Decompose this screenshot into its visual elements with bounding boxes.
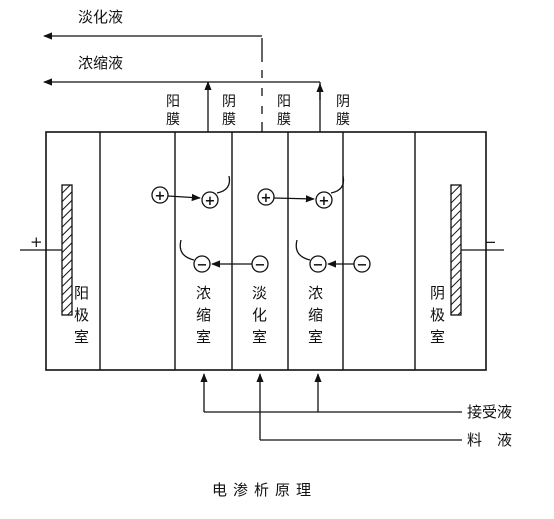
anion-1: − [197, 258, 208, 273]
dilute-chamber-char-1: 淡 [252, 284, 267, 302]
cation-3: + [261, 191, 272, 206]
dilute-chamber-char-2: 化 [252, 306, 267, 324]
cell-body [45, 131, 487, 371]
anode-chamber-char-2: 极 [74, 306, 89, 324]
membrane-1-label-bottom: 膜 [166, 112, 180, 128]
concentrate-outlet-flow [43, 78, 324, 132]
inlet-piping [200, 373, 462, 441]
dilute-outlet-label: 淡化液 [78, 8, 123, 26]
concentrate-outlet-label: 浓缩液 [78, 54, 123, 72]
conc1-chamber-char-2: 缩 [196, 306, 211, 324]
conc1-chamber-char-3: 室 [196, 328, 211, 346]
membrane-3-label-top: 阳 [277, 94, 291, 110]
membrane-2-label-bottom: 膜 [222, 112, 236, 128]
cation-1: + [155, 189, 166, 204]
chamber-labels: 阳 极 室 浓 缩 室 淡 化 室 浓 缩 室 阴 极 室 [74, 284, 445, 346]
positive-sign: + [30, 233, 43, 251]
cation-signs: + + + + [155, 189, 330, 209]
dilute-chamber-char-3: 室 [252, 328, 267, 346]
cell-partitions [99, 132, 416, 370]
cathode-electrode [450, 184, 462, 316]
cation-2: + [205, 194, 216, 209]
cathode-chamber-char-3: 室 [430, 328, 445, 346]
anion-row [179, 239, 371, 273]
diagram-caption: 电渗析原理 [212, 481, 317, 499]
feed-solution-label: 料 液 [467, 431, 512, 449]
anion-4: − [357, 258, 368, 273]
membrane-2-label-top: 阴 [222, 94, 236, 110]
anode-chamber-char-3: 室 [74, 328, 89, 346]
cation-4: + [319, 194, 330, 209]
conc2-chamber-char-1: 浓 [308, 284, 323, 302]
anode-electrode [61, 184, 73, 316]
conc1-chamber-char-1: 浓 [196, 284, 211, 302]
anode-chamber-char-1: 阳 [74, 284, 89, 302]
dilute-outlet-flow [43, 32, 263, 132]
membrane-1-label-top: 阳 [166, 94, 180, 110]
membrane-3-label-bottom: 膜 [277, 112, 291, 128]
anion-2: − [255, 258, 266, 273]
membrane-4-label-bottom: 膜 [336, 112, 350, 128]
conc2-chamber-char-3: 室 [308, 328, 323, 346]
cation-row [151, 175, 345, 209]
cathode-chamber-char-2: 极 [430, 306, 445, 324]
negative-sign: − [484, 233, 497, 251]
membrane-4-label-top: 阴 [336, 94, 350, 110]
membrane-labels: 阳 膜 阴 膜 阳 膜 阴 膜 [166, 94, 350, 128]
receiving-solution-label: 接受液 [467, 403, 512, 421]
anion-signs: − − − − [197, 258, 368, 273]
cathode-chamber-char-1: 阴 [430, 284, 445, 302]
anion-3: − [313, 258, 324, 273]
conc2-chamber-char-2: 缩 [308, 306, 323, 324]
